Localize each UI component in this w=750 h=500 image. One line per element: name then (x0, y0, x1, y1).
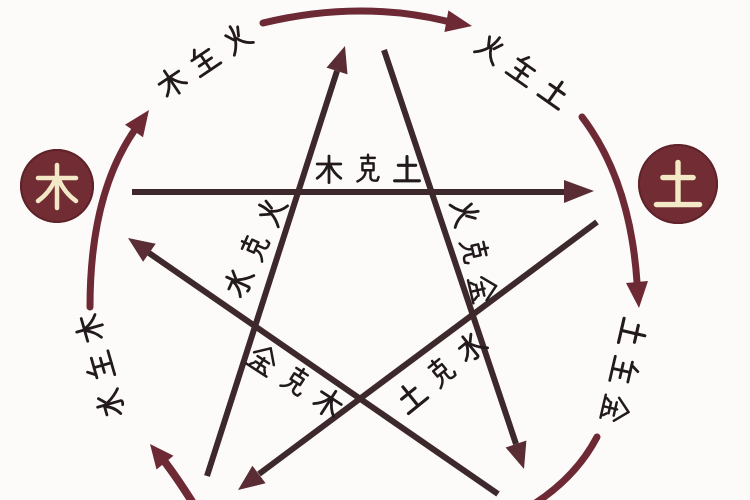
arc-metal-generates-water (150, 444, 196, 500)
arc-water-generates-wood (86, 110, 149, 311)
arc-wood-generates-fire (259, 7, 472, 32)
arrow-water-overcomes-fire (204, 46, 348, 477)
arrow-wood-overcomes-earth (132, 180, 594, 203)
arc-fire-generates-earth (578, 113, 648, 308)
badge-earth-element (638, 144, 718, 224)
arrow-metal-overcomes-wood (128, 238, 500, 497)
arrow-earth-overcomes-water (238, 219, 599, 490)
arrow-fire-overcomes-metal (381, 49, 527, 469)
arc-earth-generates-metal (533, 433, 601, 500)
badge-wood-element (20, 149, 94, 223)
